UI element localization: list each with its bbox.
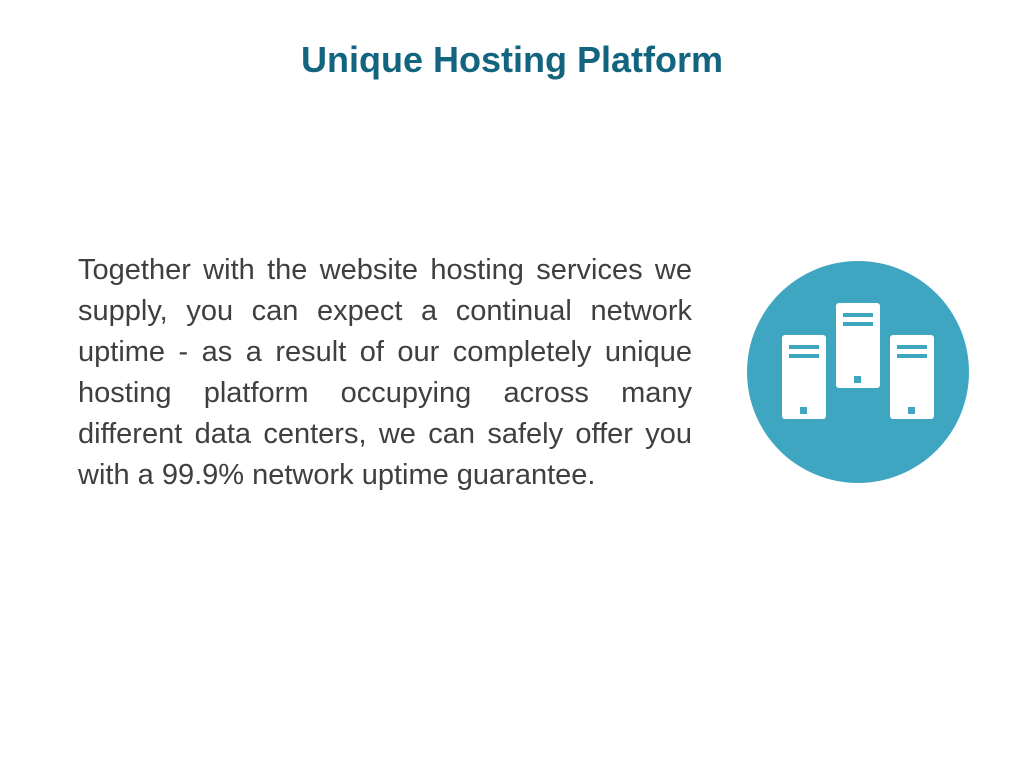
slide-body-text: Together with the website hosting servic… [78,254,692,491]
servers-icon-graphic [747,261,969,483]
server-center-icon [836,303,880,388]
server-left-icon [782,335,826,419]
server-right-icon [890,335,934,419]
slide-title: Unique Hosting Platform [301,39,723,80]
servers-icon [747,261,969,483]
